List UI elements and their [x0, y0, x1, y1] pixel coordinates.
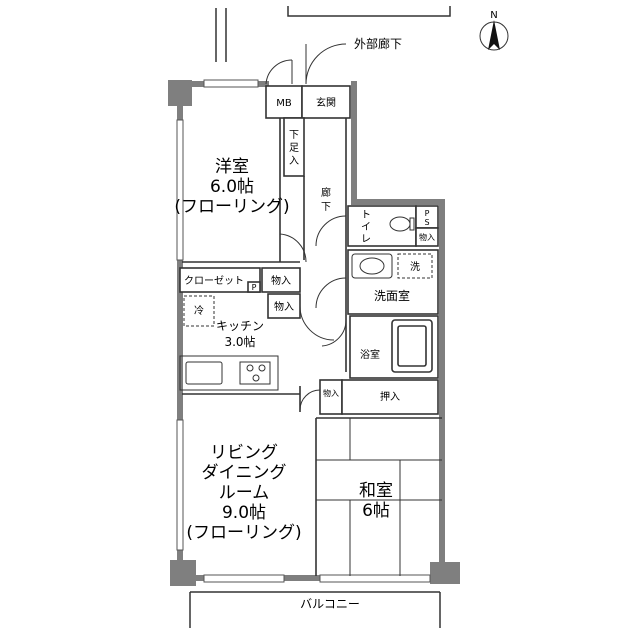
wash-machine-label: 洗: [410, 261, 420, 273]
oshiire-label: 押入: [380, 390, 400, 403]
kitchen-storage-label: 物入: [274, 300, 294, 313]
svg-text:入: 入: [289, 156, 299, 167]
kitchen-name: キッチン: [216, 319, 264, 333]
entrance-label: 玄関: [316, 96, 336, 109]
mb-label: MB: [276, 98, 292, 109]
japanese-room-name: 和室: [359, 481, 393, 501]
external-corridor-label: 外部廊下: [354, 36, 402, 51]
ldk-line1: リビング: [210, 443, 278, 463]
svg-text:レ: レ: [361, 234, 371, 245]
external-corridor-lines: [215, 6, 451, 62]
door-swings: [265, 43, 347, 411]
svg-text:ト: ト: [361, 210, 371, 221]
svg-text:P: P: [425, 209, 430, 218]
washroom-label: 洗面室: [374, 288, 410, 303]
closet-storage-label: 物入: [271, 274, 291, 287]
ldk-room: リビング ダイニング ルーム 9.0帖 (フローリング): [186, 443, 301, 543]
western-room: 洋室 6.0帖 (フローリング): [174, 157, 289, 217]
svg-text:下: 下: [321, 202, 331, 213]
ldk-size: 9.0帖: [222, 503, 266, 523]
ldk-floor: (フローリング): [186, 523, 301, 543]
ldk-line3: ルーム: [219, 483, 270, 503]
north-arrow-icon: N: [479, 10, 509, 51]
structural-columns: [168, 80, 460, 586]
interior-walls: [179, 85, 442, 576]
shoe-box-label: 下 足 入: [289, 130, 299, 167]
closet-label: クローゼット: [184, 275, 244, 287]
balcony-outline: [189, 591, 441, 628]
windows: [176, 79, 431, 583]
japanese-room-size: 6帖: [362, 501, 390, 521]
bath-label: 浴室: [360, 348, 380, 361]
western-room-name: 洋室: [215, 157, 249, 177]
kitchen: キッチン 3.0帖: [216, 319, 264, 349]
kitchen-size: 3.0帖: [224, 334, 255, 349]
small-storage-label-1: 物入: [323, 388, 339, 398]
western-room-size: 6.0帖: [210, 177, 254, 197]
svg-text:下: 下: [289, 130, 299, 141]
toilet-label: ト イ レ: [361, 210, 371, 245]
japanese-room: 和室 6帖: [359, 481, 393, 521]
svg-text:足: 足: [289, 142, 299, 154]
north-label: N: [490, 10, 497, 21]
ps-label: P S: [424, 209, 429, 227]
fixtures: [179, 216, 442, 576]
toilet-storage-label: 物入: [419, 232, 435, 242]
balcony-label: バルコニー: [300, 597, 360, 611]
svg-text:廊: 廊: [321, 186, 331, 199]
ldk-line2: ダイニング: [202, 463, 287, 483]
fridge-label: 冷: [194, 304, 204, 317]
svg-text:S: S: [424, 218, 429, 227]
hallway-label: 廊 下: [321, 186, 331, 213]
western-room-floor: (フローリング): [174, 197, 289, 217]
closet-ps-label: P: [252, 283, 257, 292]
svg-text:イ: イ: [361, 222, 371, 233]
